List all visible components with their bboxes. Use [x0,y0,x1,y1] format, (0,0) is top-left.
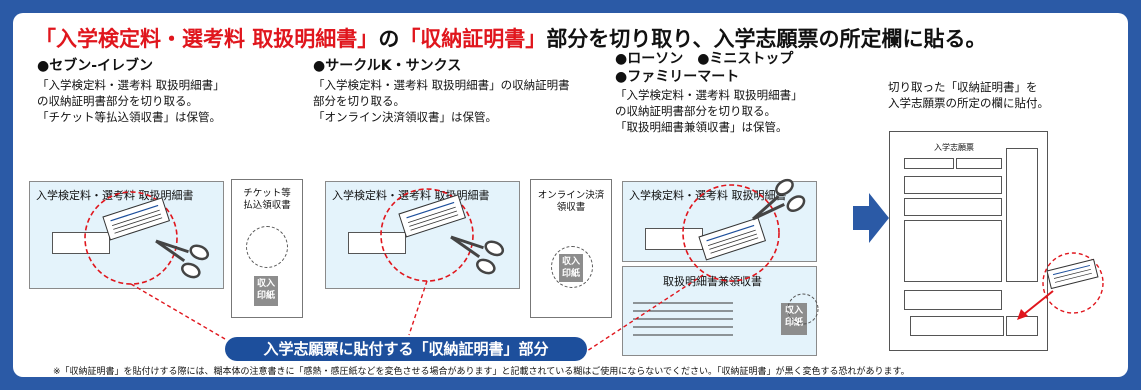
certificate-banner: 入学志願票に貼付する「収納証明書」部分 [225,337,587,361]
desc-line: の収納証明書部分を切り取る。 [37,94,198,108]
certificate-slip [1046,258,1099,290]
desc-line: 「入学検定料・選考料 取扱明細書」 [37,78,225,92]
certificate-slip [698,217,767,261]
dashed-cut-circle-icon [682,184,780,282]
scissors-icon [752,178,806,221]
right-arrow-icon [853,193,889,243]
store-seven-eleven-desc: 「入学検定料・選考料 取扱明細書」 の収納証明書部分を切り取る。 「チケット等払… [37,77,225,125]
headline: 「入学検定料・選考料 取扱明細書」の「収納証明書」部分を切り取り、入学志願票の所… [35,23,986,53]
desc-line: 「入学検定料・選考料 取扱明細書」の収納証明書 [313,78,570,92]
form-field [904,158,954,169]
stamp-text: 印紙 [784,318,803,328]
store-lawson-desc: 「入学検定料・選考料 取扱明細書」 の収納証明書部分を切り取る。 「取扱明細書兼… [615,87,803,135]
stamp-text: 収入 [256,279,275,289]
scissors-icon [450,235,505,275]
certificate-slip [398,194,467,238]
certificate-slip [102,197,171,241]
online-payment-receipt: オンライン決済 領収書 収入 印紙 [530,179,612,318]
revenue-stamp-icon: 収入 印紙 [254,276,278,306]
store-circlek-desc: 「入学検定料・選考料 取扱明細書」の収納証明書 部分を切り取る。 「オンライン決… [313,77,570,125]
revenue-stamp-icon: 収入 印紙 [559,254,583,282]
stamp-text: 印紙 [561,269,580,279]
ticket-receipt: チケット等 払込領収書 収入 印紙 [231,179,303,318]
headline-certificate: 「収納証明書」 [399,27,547,51]
receipt-label-line: チケット等 [243,188,291,199]
headline-instruction: 部分を切り取り、入学志願票の所定欄に貼る。 [546,27,987,51]
receipt-lines [633,302,733,336]
form-field [910,316,1004,336]
headline-particle: の [378,27,400,51]
receipt-label-line: 領収書 [556,202,586,213]
stamp-text: 収入 [784,306,803,316]
store-lawson-name-line2: ●ファミリーマート [615,69,740,85]
desc-line: の収納証明書部分を切り取る。 [615,104,776,118]
stamp-text: 印紙 [256,291,275,301]
store-seven-eleven-name: ●セブン-イレブン [37,58,154,74]
slip-title: 入学検定料・選考料 取扱明細書 [629,189,787,202]
store-lawson-name-line1: ●ローソン ●ミニストップ [615,51,794,67]
instruction-card: 「入学検定料・選考料 取扱明細書」の「収納証明書」部分を切り取り、入学志願票の所… [13,13,1128,377]
receipt-label-line: 払込領収書 [243,200,291,211]
scissors-icon [155,239,210,279]
form-field [904,176,1002,194]
stamp-circle [246,226,288,268]
desc-line: 切り取った「収納証明書」を [888,80,1038,94]
desc-line: 「入学検定料・選考料 取扱明細書」 [615,88,803,102]
receipt-label-line: オンライン決済 [537,190,605,201]
form-field [904,198,1002,216]
leader-lines [130,274,704,352]
stamp-text: 収入 [561,257,580,267]
desc-line: 「オンライン決済領収書」は保管。 [313,110,497,124]
stamp-circle [787,293,819,325]
store-circlek-name: ●サークルK・サンクス [313,58,462,74]
footnote: ※「収納証明書」を貼付けする際には、糊本体の注意書きに「感熱・感圧紙などを変色さ… [53,367,910,377]
form-field [904,220,1002,282]
form-field [904,290,1002,310]
slip-field [52,232,110,254]
form-field [1006,148,1038,282]
dashed-cut-circle-icon [1042,252,1104,314]
stamp-circle [551,246,593,288]
receipt-title: 取扱明細書兼領収書 [663,275,762,288]
desc-line: 「取扱明細書兼領収書」は保管。 [615,120,788,134]
slip-field [348,232,406,254]
desc-line: 部分を切り取る。 [313,94,405,108]
overlay-drawing [84,178,1104,352]
form-field [956,158,1002,169]
revenue-stamp-icon: 収入 印紙 [781,303,807,335]
headline-doc-name: 「入学検定料・選考料 取扱明細書」 [35,27,379,51]
desc-line: 入学志願票の所定の欄に貼付。 [888,96,1049,110]
desc-line: 「チケット等払込領収書」は保管。 [37,110,221,124]
form-title: 入学志願票 [934,143,974,152]
final-step-desc: 切り取った「収納証明書」を 入学志願票の所定の欄に貼付。 [888,79,1049,111]
paste-arrow-icon [1017,290,1054,320]
